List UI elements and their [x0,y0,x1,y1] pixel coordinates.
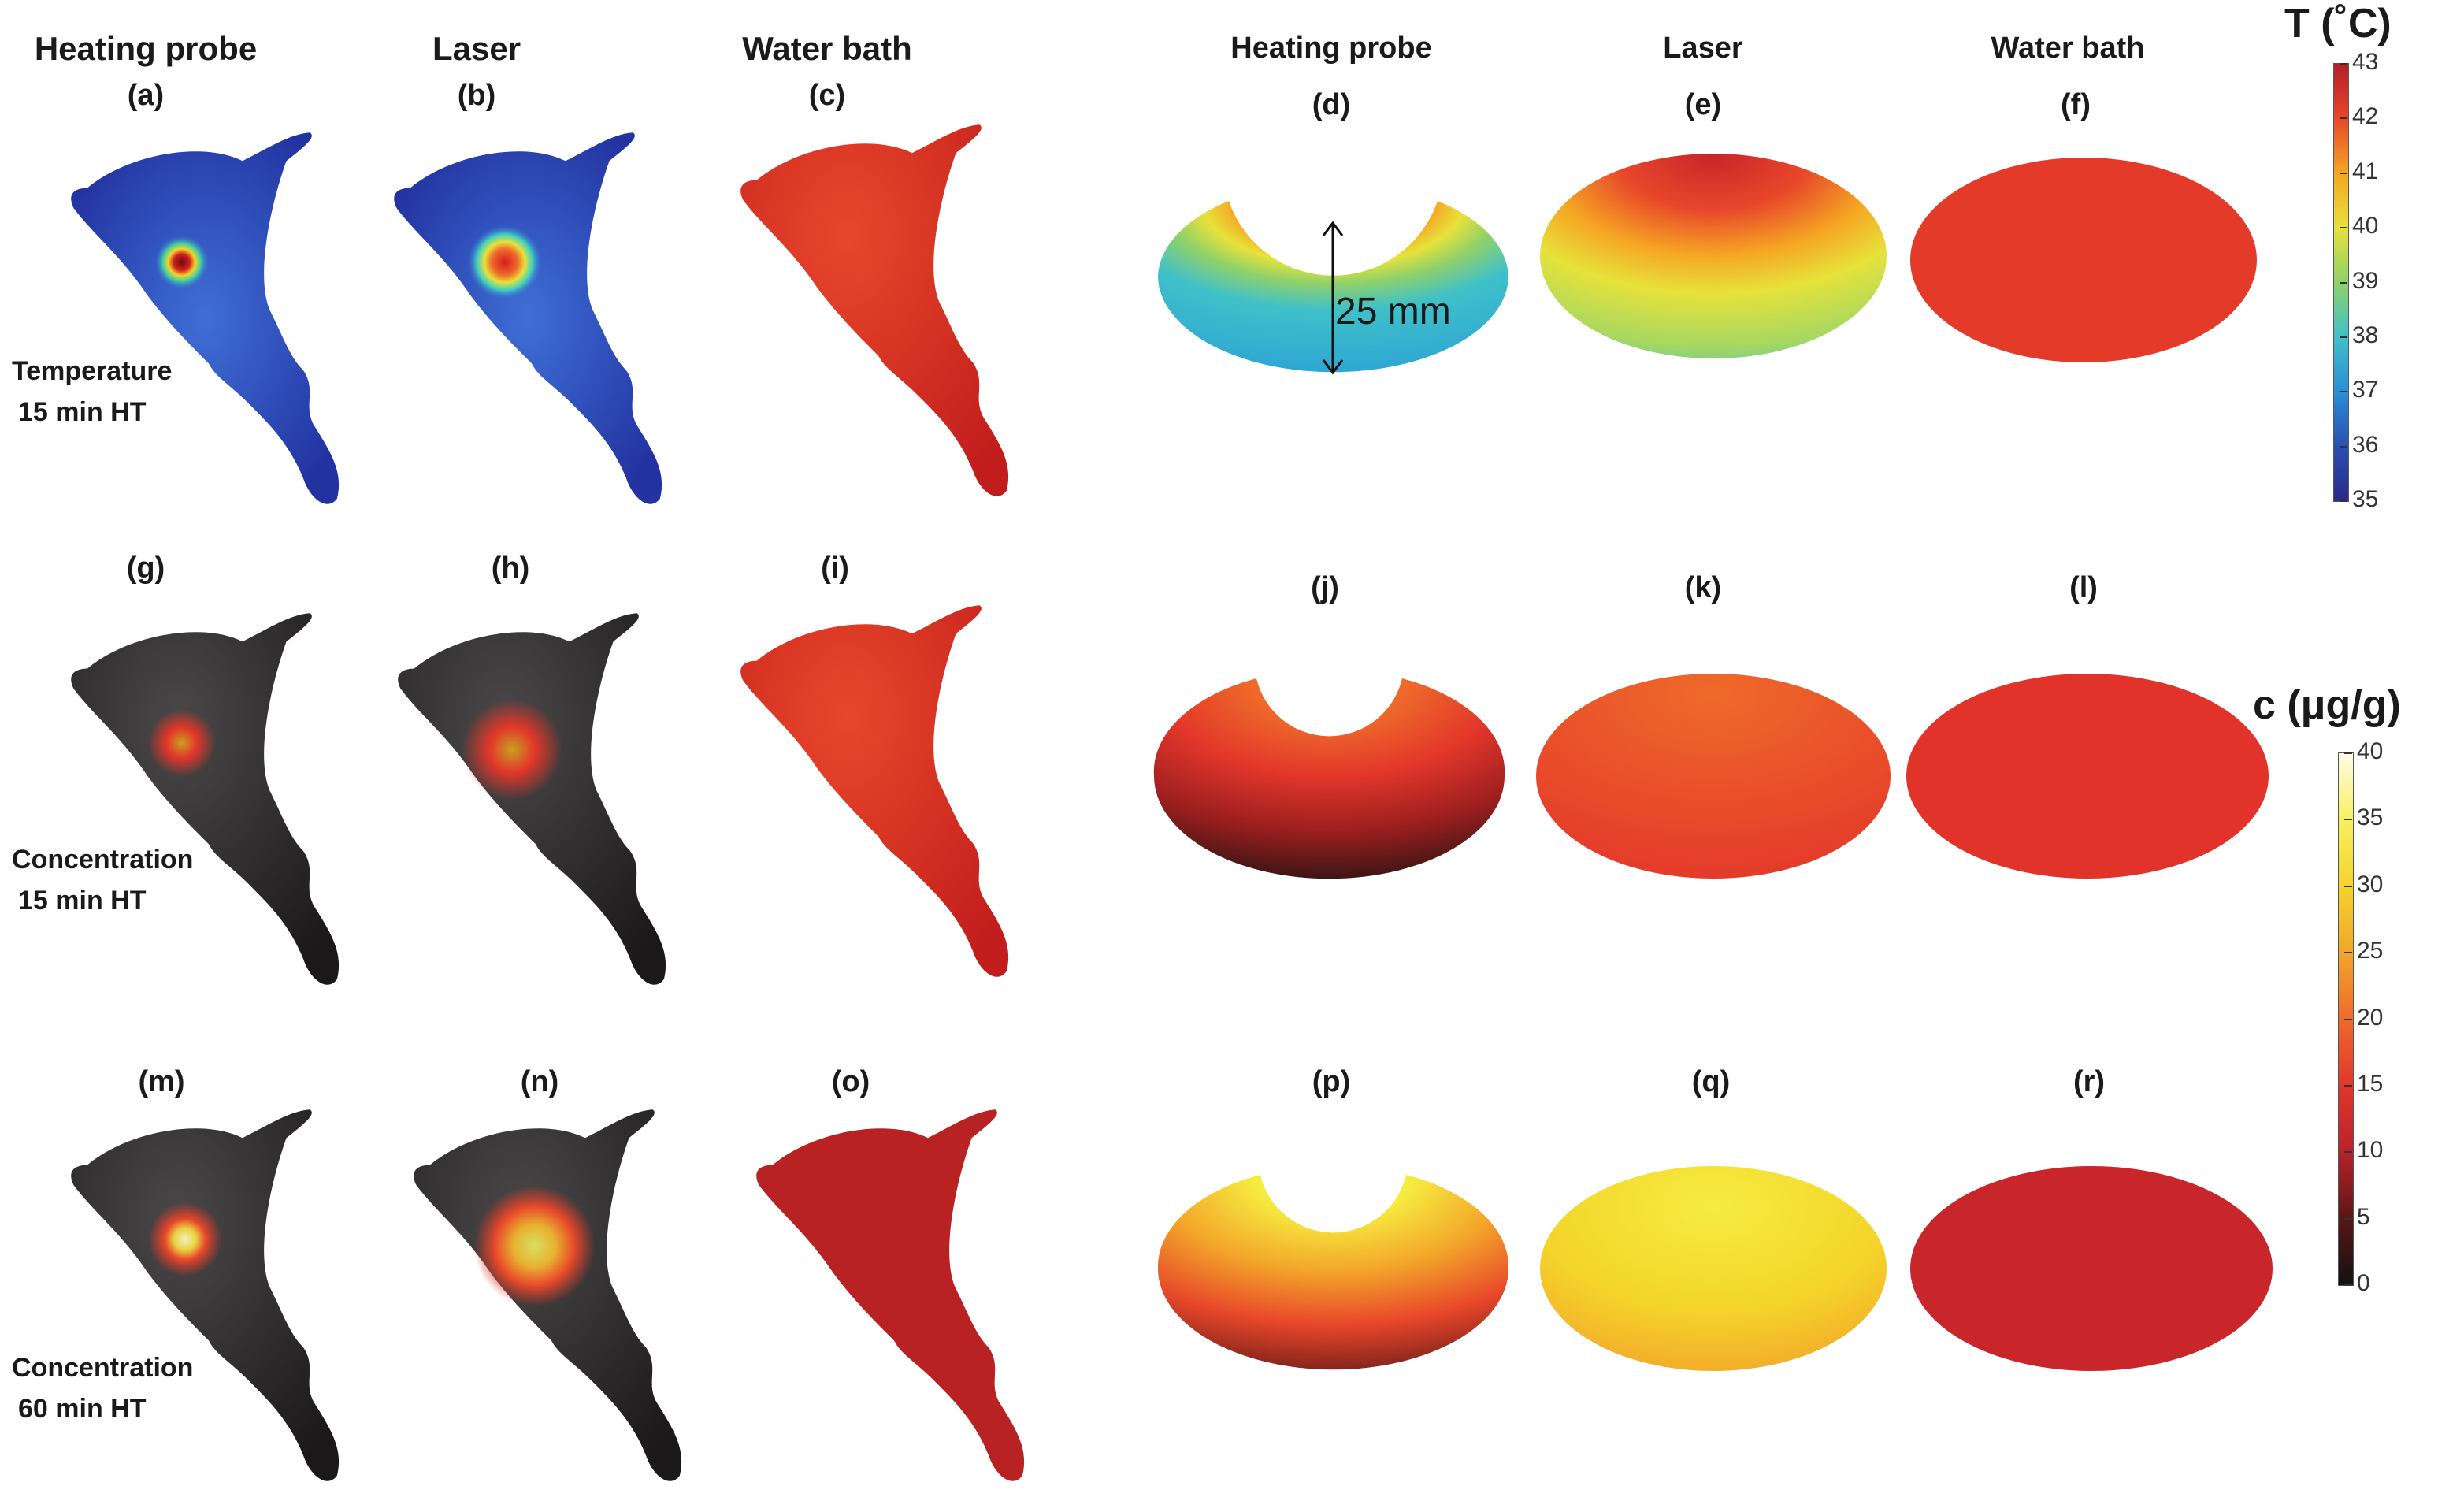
colorbar-tick-mark [2344,819,2352,821]
colorbar-tick-label: 41 [2352,158,2379,184]
panel-label-a: (a) [127,79,165,112]
cross-section-temperature-water-bath [1910,158,2257,362]
colorbar-tick-mark [2344,952,2352,954]
colorbar-tick-mark [2344,885,2352,887]
tumor-shape-temperature-heating-probe [71,132,340,504]
colorbar-tick-mark [2344,1284,2352,1286]
colorbar-tick-label: 40 [2352,213,2379,240]
measurement-label: 25 mm [1335,291,1451,332]
panel-label-j: (j) [1311,571,1339,604]
colorbar-tick-label: 5 [2357,1203,2370,1230]
cross-section-concentration15-water-bath [1906,674,2269,879]
cross-section-temperature-laser [1540,154,1887,358]
colorbar-tick-label: 38 [2352,321,2379,348]
colorbar-tick-mark [2344,1084,2352,1087]
colorbar-tick-mark [2344,1217,2352,1220]
colorbar-tick-mark [2344,1018,2352,1020]
colorbar-tick-mark [2340,172,2347,174]
panel-label-e: (e) [1684,88,1722,121]
panel-label-m: (m) [138,1065,185,1098]
colorbar-tick-label: 30 [2357,871,2384,897]
panel-label-b: (b) [457,79,496,112]
colorbar-tick-mark [2344,752,2352,754]
colorbar-tick-label: 40 [2357,738,2384,764]
row-label-concentration-60: Concentration 60 min HT [12,1347,193,1429]
tumor-shape-concentration60-heating-probe [71,1109,340,1481]
row-label-temperature-15: Temperature 15 min HT [12,351,172,433]
colorbar-tick-label: 36 [2352,431,2379,458]
tumor-shape-concentration15-heating-probe [71,613,340,985]
colorbar-tick-mark [2344,1151,2352,1154]
cross-section-concentration15-laser [1536,674,1891,879]
cross-section-concentration60-water-bath [1910,1166,2273,1371]
colorbar-tick-label: 35 [2357,804,2384,831]
tumor-shape-temperature-water-bath [740,124,1009,496]
col-title-laser-left: Laser [432,30,521,67]
colorbar-tick-label: 15 [2357,1070,2384,1097]
colorbar-tick-label: 42 [2352,103,2379,130]
col-title-heating-probe-left: Heating probe [34,30,258,67]
panel-label-c: (c) [808,79,846,112]
colorbar-tick-label: 0 [2357,1270,2370,1296]
colorbar-tick-mark [2340,117,2347,120]
panel-label-q: (q) [1691,1065,1731,1098]
colorbar-tick-mark [2340,500,2347,502]
panel-label-l: (l) [2069,571,2098,604]
panel-label-r: (r) [2073,1065,2106,1098]
panel-label-f: (f) [2061,88,2091,121]
concentration-spot [461,699,563,801]
col-title-water-bath-right: Water bath [1991,32,2145,65]
colorbar-temperature-title: T (˚C) [2284,1,2392,46]
tumor-shape-concentration60-water-bath [756,1109,1025,1481]
panel-label-n: (n) [520,1065,559,1098]
colorbar-concentration-title: c (μg/g) [2253,682,2401,728]
panel-label-g: (g) [126,552,165,585]
panel-label-k: (k) [1684,571,1722,604]
panel-label-o: (o) [831,1065,870,1098]
concentration-spot [147,709,216,777]
hot-spot [154,235,209,290]
col-title-water-bath-left: Water bath [742,30,912,67]
tumor-shape-concentration60-laser [414,1109,682,1481]
colorbar-tick-label: 35 [2352,486,2379,512]
concentration-spot [473,1185,596,1307]
row-label-concentration-15: Concentration 15 min HT [12,839,193,921]
row-label-line2: 15 min HT [18,397,147,427]
colorbar-tick-mark [2340,391,2347,393]
colorbar-tick-label: 10 [2357,1137,2384,1164]
row-label-line1: Concentration [12,1353,194,1383]
panel-label-p: (p) [1312,1065,1351,1098]
colorbar-tick-mark [2340,227,2347,229]
colorbar-tick-label: 43 [2352,49,2379,75]
panel-label-i: (i) [821,552,849,585]
col-title-heating-probe-right: Heating probe [1230,32,1432,65]
colorbar-tick-mark [2340,336,2347,338]
hot-spot [467,225,542,299]
tumor-shape-concentration15-laser [398,613,666,985]
row-label-line1: Concentration [12,845,194,875]
row-label-line2: 15 min HT [18,886,147,916]
concentration-spot [147,1202,223,1276]
colorbar-tick-mark [2340,63,2347,65]
colorbar-tick-mark [2340,445,2347,448]
row-label-line2: 60 min HT [18,1394,147,1424]
colorbar-tick-label: 39 [2352,267,2379,294]
cross-section-concentration60-heating-probe [1157,1175,1509,1370]
row-label-line1: Temperature [12,356,173,386]
col-title-laser-right: Laser [1663,32,1743,65]
cross-section-concentration15-heating-probe [1153,678,1505,879]
tumor-shape-temperature-laser [394,132,662,504]
colorbar-tick-label: 37 [2352,377,2379,403]
panel-label-d: (d) [1312,88,1351,121]
colorbar-tick-label: 20 [2357,1004,2384,1031]
tumor-shape-concentration15-water-bath [740,605,1009,977]
panel-label-h: (h) [491,552,530,585]
cross-section-temperature-heating-probe [1158,201,1508,375]
colorbar-tick-mark [2340,281,2347,284]
colorbar-tick-label: 25 [2357,938,2384,964]
cross-section-concentration60-laser [1540,1166,1887,1371]
